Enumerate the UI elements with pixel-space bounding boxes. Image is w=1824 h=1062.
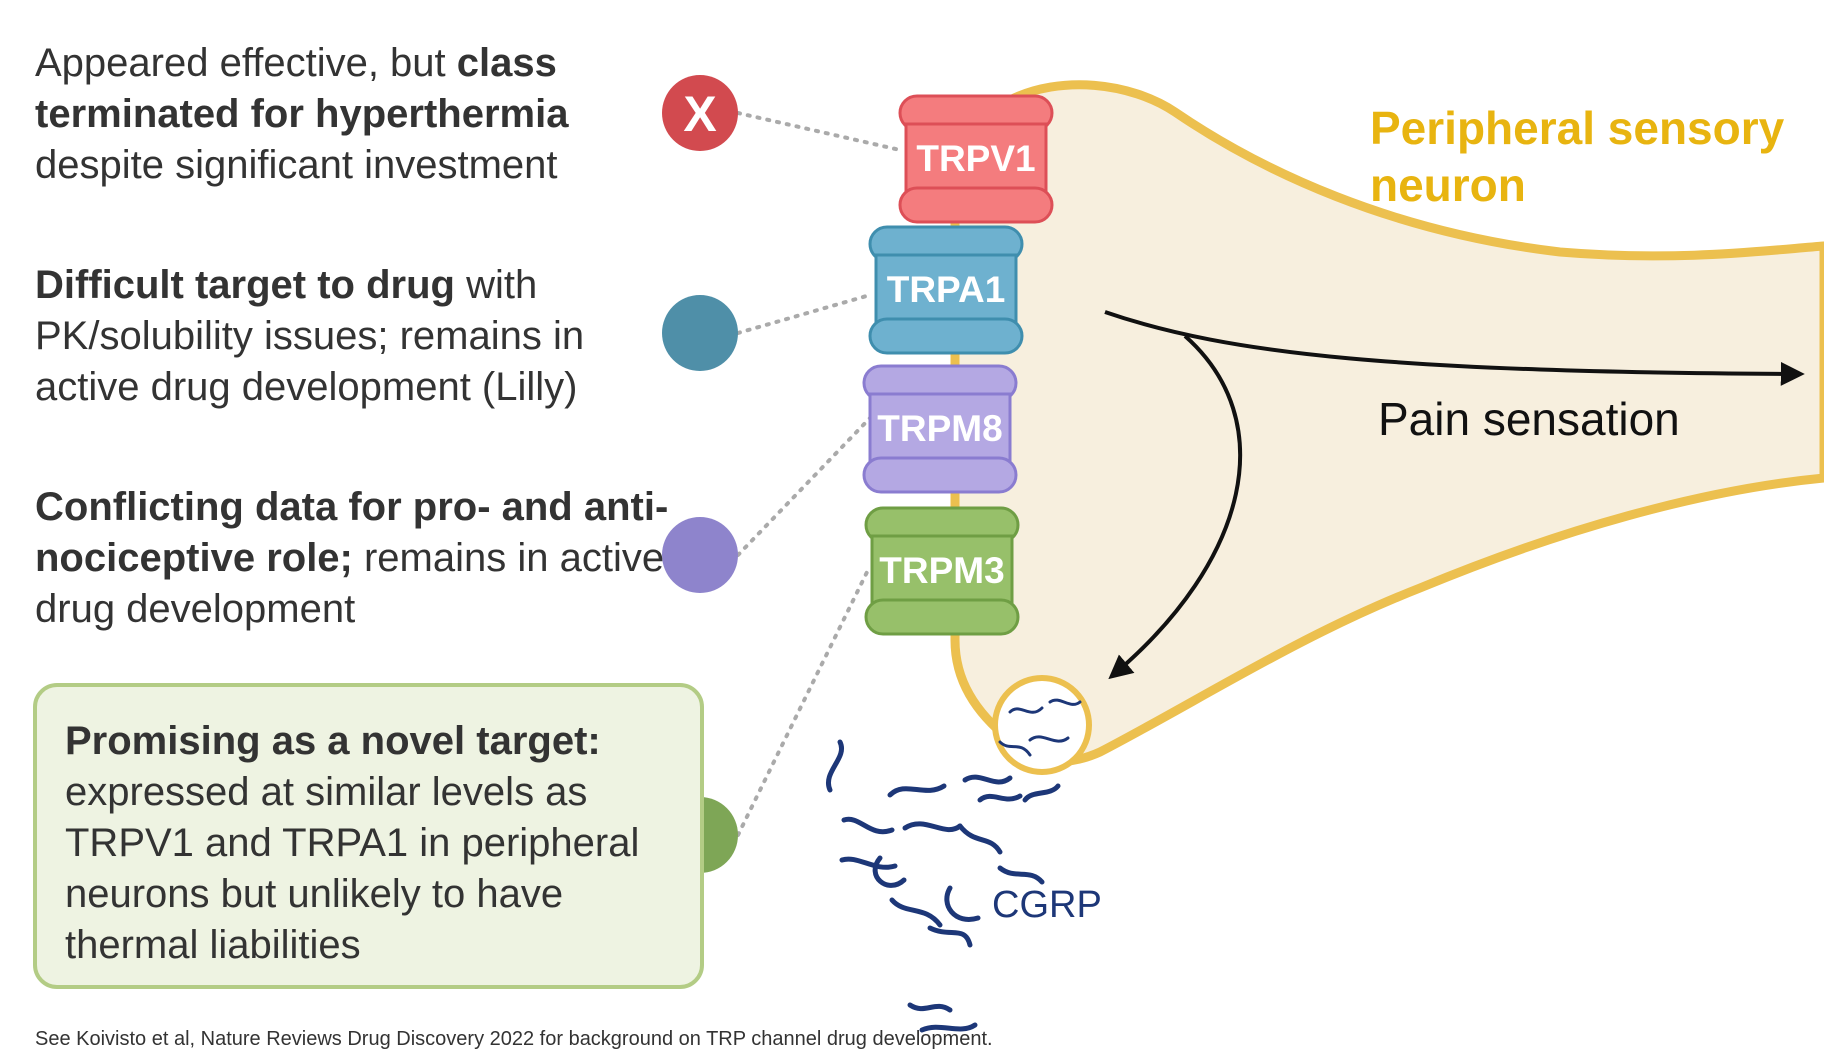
cgrp-peptide [997,865,1045,885]
connector-trpm8 [736,416,872,557]
cgrp-peptide [872,855,907,888]
channel-trpm8: TRPM8 [862,364,1018,494]
pain-sensation-label: Pain sensation [1378,393,1680,445]
cgrp-peptide [977,793,1023,803]
cgrp-peptide [962,774,1013,785]
channel-trpv1: TRPV1 [898,94,1054,224]
cgrp-peptide [1028,735,1070,743]
trpv1-text-2: despite significant investment [35,143,558,187]
trpv1-bold: class terminated for hyperthermia [35,41,569,136]
cgrp-peptide [1008,706,1044,714]
channel-label: TRPM3 [879,550,1004,591]
cgrp-peptide [944,885,981,922]
cgrp-label: CGRP [992,884,1102,926]
trpa1-description: Difficult target to drug with PK/solubil… [35,260,675,413]
trpm8-text: remains in active drug development [35,536,665,631]
footnote: See Koivisto et al, Nature Reviews Drug … [35,1028,993,1050]
trpv1-text-1: Appeared effective, but [35,41,457,85]
channel-trpa1: TRPA1 [868,225,1024,355]
x-mark-icon [662,75,738,151]
trpa1-text: with PK/solubility issues; remains in ac… [35,263,585,409]
cgrp-peptide [826,739,844,793]
connector-trpa1 [736,293,872,335]
cgrp-peptide [998,740,1032,757]
cgrp-peptide [902,821,963,833]
pain-arrow [1104,310,1805,386]
trpm8-description: Conflicting data for pro- and anti-nocic… [35,482,675,635]
connector-trpm3 [736,564,872,837]
cgrp-peptide [1022,783,1061,803]
trpa1-bold: Difficult target to drug [35,263,455,307]
channel-trpm3: TRPM3 [864,506,1020,636]
cgrp-peptide [919,1022,978,1033]
connector-trpv1 [736,111,902,152]
cgrp-peptide [957,823,1003,855]
trpm8-bold: Conflicting data for pro- and anti-nocic… [35,485,669,580]
trpm3-highlight-box: Promising as a novel target: expressed a… [33,683,704,989]
status-dot [662,295,738,371]
channel-label: TRPM8 [877,408,1002,449]
trpm3-bold: Promising as a novel target: [65,719,601,763]
cgrp-peptides [826,698,1082,1033]
trpm3-text: expressed at similar levels as TRPV1 and… [65,770,640,967]
cgrp-peptide [887,783,947,798]
trpm3-description: Promising as a novel target: expressed a… [65,716,685,971]
status-dot [662,517,738,593]
x-mark-label: X [683,86,716,142]
channel-label: TRPV1 [916,138,1035,179]
cgrp-peptide [1048,698,1082,706]
cgrp-peptide [889,897,943,928]
cgrp-peptide [839,856,898,870]
channel-label: TRPA1 [887,269,1006,310]
release-arrow [1108,334,1242,680]
cgrp-peptide [907,1002,953,1013]
cgrp-peptide [927,925,973,948]
cgrp-peptide [841,816,895,835]
vesicle [992,675,1092,775]
neuron-label: Peripheral sensory neuron [1370,102,1785,211]
trpv1-description: Appeared effective, but class terminated… [35,38,675,191]
